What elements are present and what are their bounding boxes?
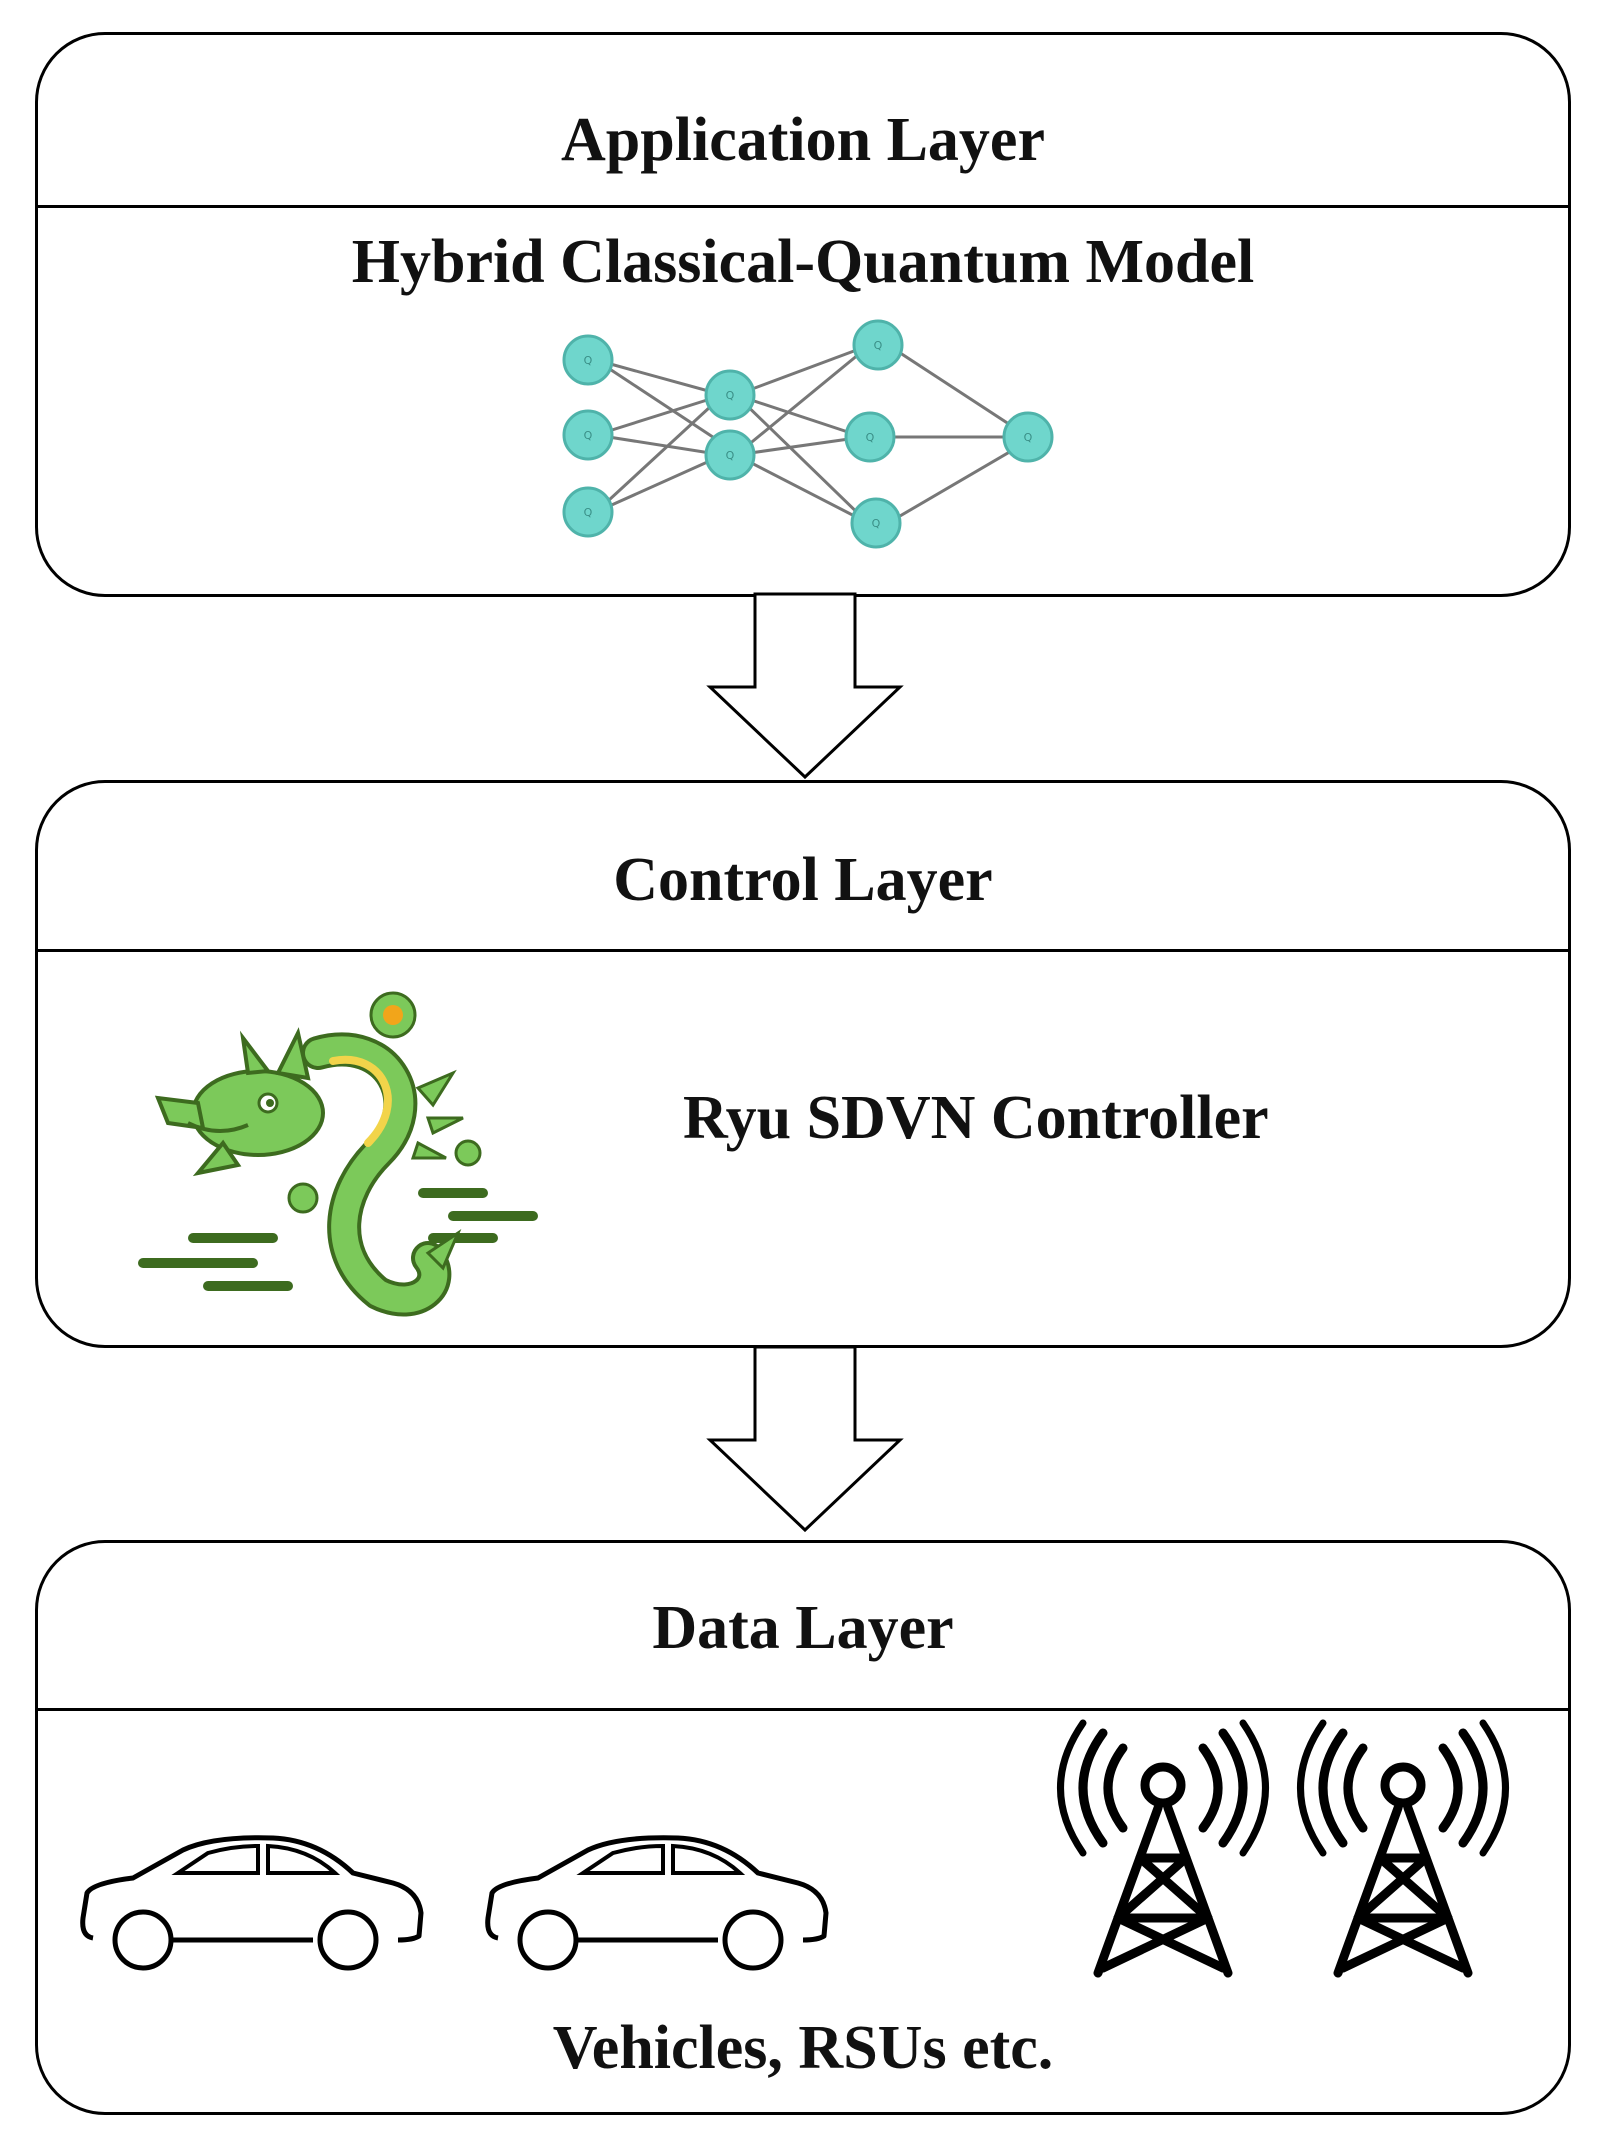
- data-layer-title: Data Layer: [652, 1594, 954, 1662]
- control-layer-box: Control Layer Ryu SDVN Controller: [35, 780, 1571, 1348]
- control-layer-title: Control Layer: [613, 846, 993, 914]
- hybrid-model-label: Hybrid Classical-Quantum Model: [351, 228, 1255, 296]
- quantum-network-icon: Q Q Q Q Q Q Q Q Q: [562, 319, 1054, 549]
- application-layer-divider: [38, 205, 1568, 208]
- car-icon: [80, 1835, 424, 1971]
- quantum-node-label: Q: [1024, 431, 1033, 444]
- quantum-node: [562, 409, 614, 461]
- quantum-node: [704, 429, 756, 481]
- ryu-dragon-icon: [138, 991, 538, 1317]
- control-layer-divider: [38, 949, 1568, 952]
- quantum-node: [704, 369, 756, 421]
- down-arrow-icon: [706, 1345, 904, 1533]
- cell-tower-icon: [1297, 1719, 1509, 1978]
- data-layer-caption: Vehicles, RSUs etc.: [552, 2014, 1054, 2082]
- quantum-node: [850, 497, 902, 549]
- quantum-node: [852, 319, 904, 371]
- quantum-node-label: Q: [726, 449, 735, 462]
- quantum-node-label: Q: [584, 354, 593, 367]
- cell-tower-icon: [1057, 1719, 1269, 1978]
- quantum-node: [1002, 411, 1054, 463]
- car-icon: [485, 1835, 829, 1971]
- data-layer-divider: [38, 1708, 1568, 1711]
- application-layer-box: Application Layer Hybrid Classical-Quant…: [35, 32, 1571, 597]
- application-layer-title: Application Layer: [561, 106, 1045, 174]
- quantum-node-label: Q: [866, 431, 875, 444]
- quantum-node: [562, 486, 614, 538]
- quantum-node-label: Q: [726, 389, 735, 402]
- quantum-node-label: Q: [874, 339, 883, 352]
- quantum-node: [844, 411, 896, 463]
- ryu-controller-label: Ryu SDVN Controller: [683, 1084, 1269, 1152]
- down-arrow-icon: [706, 592, 904, 780]
- data-layer-box: Data Layer: [35, 1540, 1571, 2115]
- quantum-node-label: Q: [584, 506, 593, 519]
- quantum-node-label: Q: [872, 517, 881, 530]
- quantum-node: [562, 334, 614, 386]
- quantum-node-label: Q: [584, 429, 593, 442]
